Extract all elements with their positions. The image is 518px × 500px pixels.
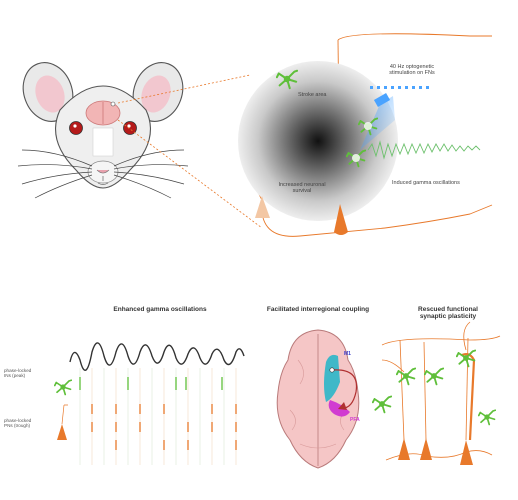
induced-gamma-label: Induced gamma oscillations (392, 180, 460, 186)
pyramidal-neuron (398, 438, 410, 460)
pn-phase-label: phase-locked PNs (trough) (4, 418, 31, 429)
in-phase-label-line2: INs (peak) (4, 373, 26, 379)
panel3-title-line1: Rescued functional (418, 306, 478, 313)
pyramidal-neuron (460, 440, 473, 465)
survival-label: Increased neuronal survival (262, 182, 342, 195)
brain-coupling-panel (276, 329, 360, 469)
coupling-arrow (331, 369, 358, 409)
in-phase-label-line1: phase-locked (4, 368, 32, 373)
m1-label: M1 (344, 351, 351, 357)
panel2-title: Facilitated interregional coupling (266, 306, 370, 313)
in-spike-raster (79, 377, 223, 390)
interneuron-icon (396, 367, 416, 386)
pn-phase-label-line2: PNs (trough) (4, 423, 31, 429)
panel3-title-line2: synaptic plasticity (419, 313, 477, 321)
pyramidal-neuron (420, 438, 432, 460)
interneuron-icon (372, 395, 392, 414)
panel3-title: Rescued functional synaptic plasticity (400, 306, 496, 321)
stroke-area-label: Stroke area (298, 92, 327, 98)
light-pulse-dots (370, 86, 429, 89)
rat-head-illustration (17, 62, 189, 199)
zoom-lines (117, 74, 263, 229)
stroke-area-circle (238, 61, 398, 221)
pn-spike-raster (91, 404, 237, 450)
stimulation-label-line2: stimulation on FNs (389, 70, 435, 77)
synaptic-plasticity-panel (372, 321, 501, 465)
survival-label-line1: Increased neuronal (278, 182, 326, 188)
in-phase-label: phase-locked INs (peak) (4, 368, 31, 379)
lfp-gamma-trace (69, 342, 245, 371)
interneuron-icon (424, 367, 444, 386)
gamma-oscillation-panel (54, 342, 245, 465)
interneuron-icon (54, 379, 72, 396)
interneuron-icon (478, 409, 496, 426)
stroke-zoom-panel (238, 33, 493, 237)
survival-label-line2: survival (292, 188, 312, 195)
optical-fiber-icon (373, 93, 391, 107)
pyramidal-neuron (334, 204, 348, 235)
pfa-label: PFA (350, 417, 360, 423)
stimulation-label-line1: 40 Hz optogenetic (389, 64, 435, 70)
panel1-title: Enhanced gamma oscillations (113, 306, 207, 313)
pyramidal-neuron-icon (57, 424, 67, 440)
pyramidal-neuron-faded (255, 196, 270, 218)
m1-region (324, 354, 340, 402)
induced-gamma-wave (367, 140, 481, 160)
stimulation-label: 40 Hz optogenetic stimulation on FNs (370, 64, 454, 77)
pn-phase-label-line1: phase-locked (4, 418, 32, 423)
